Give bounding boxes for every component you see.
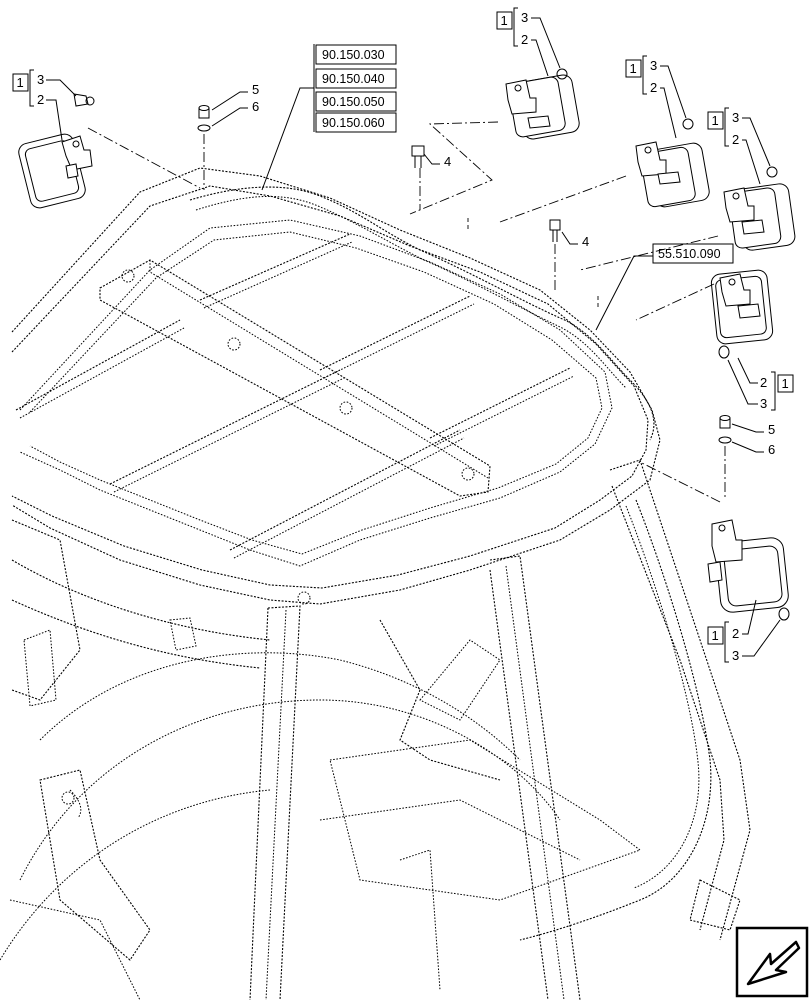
ref-label-3: 90.150.050 <box>322 95 385 109</box>
ref-label-4: 90.150.060 <box>322 116 385 130</box>
svg-text:1: 1 <box>712 628 719 643</box>
bulb-left[interactable] <box>73 93 89 107</box>
svg-text:1: 1 <box>782 376 789 391</box>
ref-box-5[interactable] <box>652 243 734 264</box>
bolt-top[interactable] <box>411 145 425 157</box>
work-lamp-right-upper[interactable] <box>723 183 796 252</box>
svg-text:1: 1 <box>630 61 637 76</box>
work-lamp-mid[interactable] <box>635 141 711 208</box>
bulb-right[interactable] <box>766 166 778 178</box>
arrow-back-icon[interactable] <box>735 926 809 998</box>
svg-text:2: 2 <box>521 32 528 47</box>
svg-text:3: 3 <box>732 648 739 663</box>
svg-text:2: 2 <box>37 92 44 107</box>
ref-label-5: 55.510.090 <box>658 247 721 261</box>
bulb-right-lower[interactable] <box>778 607 790 621</box>
svg-text:5: 5 <box>252 82 259 97</box>
svg-text:3: 3 <box>760 396 767 411</box>
svg-text:3: 3 <box>37 72 44 87</box>
svg-text:6: 6 <box>252 99 259 114</box>
cab-frame <box>0 167 751 1000</box>
callout-kit-b: 1 3 2 <box>496 7 561 77</box>
work-lamp-left[interactable] <box>17 132 93 210</box>
ref-label-1: 90.150.030 <box>322 48 385 62</box>
callout-kit-a: 1 3 2 <box>12 69 77 141</box>
svg-text:2: 2 <box>650 80 657 95</box>
work-lamp-right-lower[interactable] <box>707 519 789 613</box>
svg-text:3: 3 <box>732 110 739 125</box>
washer-right[interactable] <box>718 436 732 444</box>
svg-text:3: 3 <box>650 58 657 73</box>
svg-text:5: 5 <box>768 422 775 437</box>
bulb-mid[interactable] <box>682 118 694 130</box>
ref-label-2: 90.150.040 <box>322 72 385 86</box>
svg-text:3: 3 <box>521 10 528 25</box>
svg-text:1: 1 <box>501 13 508 28</box>
fasteners <box>73 68 790 621</box>
ref-box-2[interactable] <box>315 68 397 89</box>
bulb-top[interactable] <box>556 68 568 80</box>
callout-numbers: 5 6 4 4 5 6 <box>211 82 775 457</box>
work-lamp-right-mid[interactable] <box>710 269 774 345</box>
ref-leader-line <box>261 87 314 191</box>
svg-text:2: 2 <box>732 132 739 147</box>
work-lamp-top[interactable] <box>505 74 581 141</box>
svg-text:6: 6 <box>768 442 775 457</box>
svg-text:2: 2 <box>732 626 739 641</box>
svg-text:1: 1 <box>712 113 719 128</box>
svg-text:4: 4 <box>582 234 589 249</box>
bulb-right-mid[interactable] <box>718 345 730 359</box>
reference-group-harness: 55.510.090 <box>595 243 734 331</box>
assembly-lines <box>87 121 726 503</box>
ref-box-4[interactable] <box>315 112 397 133</box>
ref-box-1[interactable] <box>315 44 397 65</box>
bolt-middle[interactable] <box>549 219 561 231</box>
callout-kit-f: 1 2 3 <box>707 599 781 663</box>
callout-kit-e: 2 3 1 <box>727 357 794 411</box>
callout-kit-c: 1 3 2 <box>625 55 687 139</box>
reference-group: 90.150.030 90.150.040 90.150.050 90.150.… <box>261 44 397 191</box>
washer-left[interactable] <box>197 124 211 132</box>
svg-text:1: 1 <box>17 75 24 90</box>
svg-text:2: 2 <box>760 375 767 390</box>
callout-kit-d: 1 3 2 <box>707 107 771 185</box>
ref-box-3[interactable] <box>315 91 397 112</box>
svg-text:4: 4 <box>444 154 451 169</box>
harness-leader-line <box>595 255 653 331</box>
